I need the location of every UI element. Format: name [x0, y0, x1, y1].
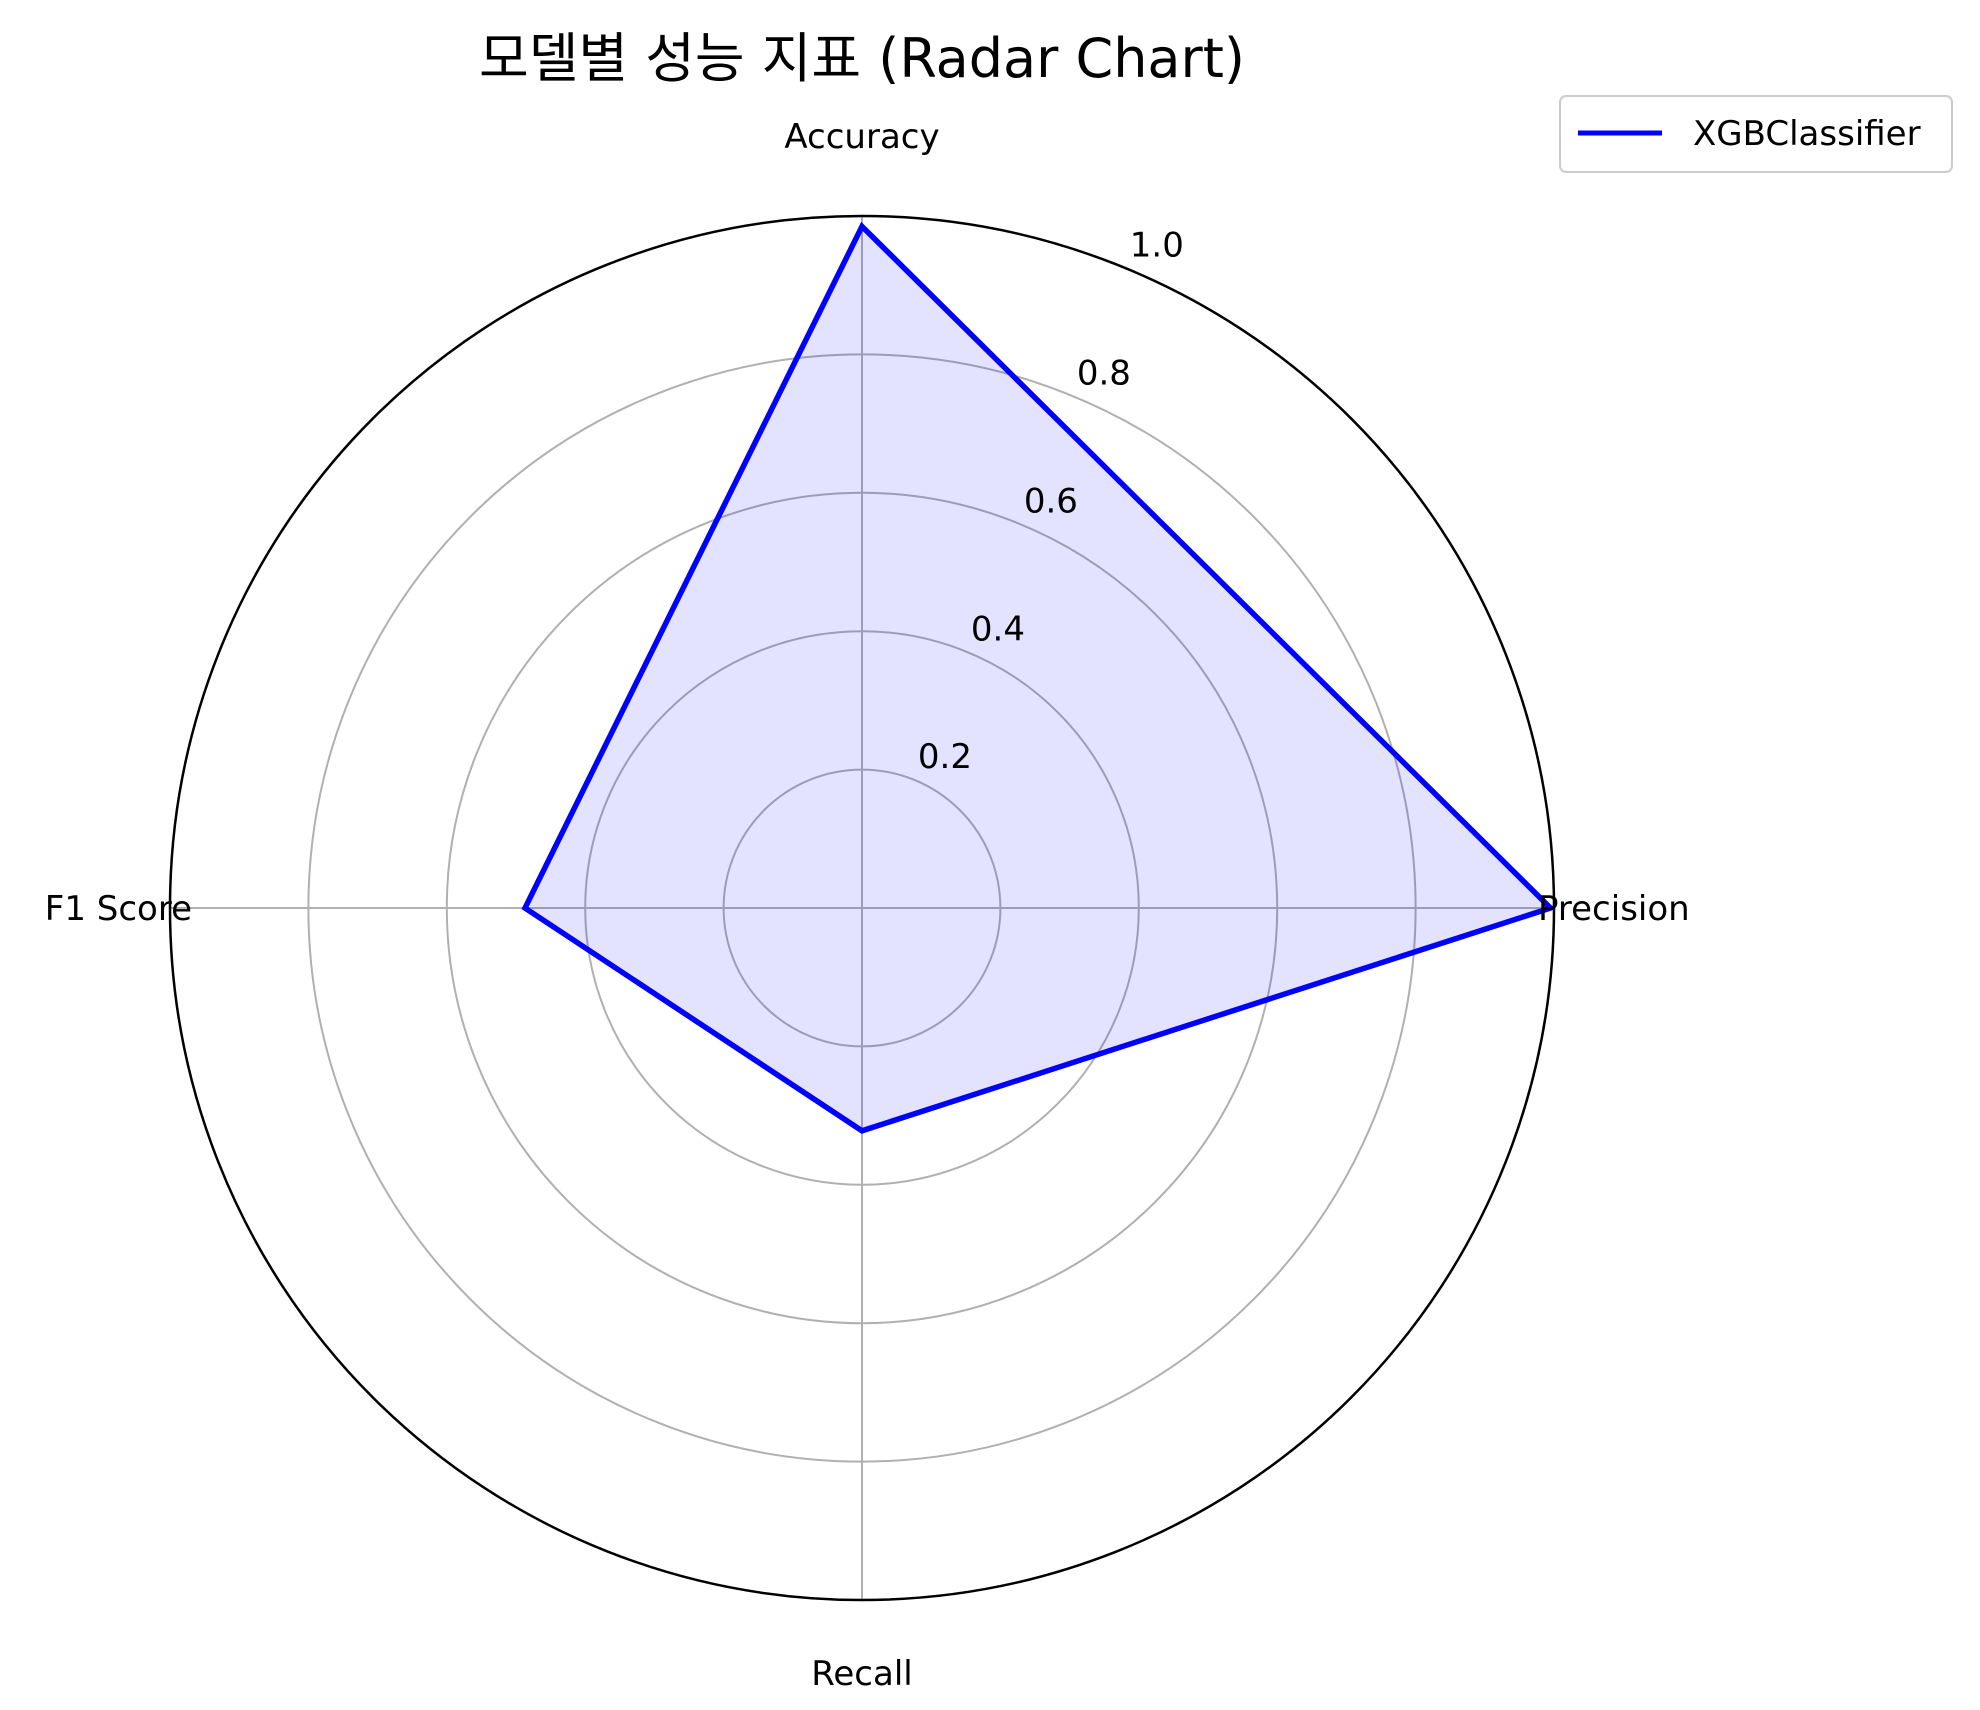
- r-tick-label-0-2: 0.2: [918, 737, 972, 777]
- chart-title: 모델별 성능 지표 (Radar Chart): [479, 27, 1245, 90]
- r-tick-label-0-4: 0.4: [971, 609, 1025, 649]
- axis-label-accuracy: Accuracy: [784, 117, 939, 157]
- r-tick-label-0-8: 0.8: [1077, 354, 1131, 394]
- series-fill-xgbclassifier: [525, 226, 1551, 1131]
- axis-label-f1-score: F1 Score: [45, 889, 192, 929]
- r-tick-label-0-6: 0.6: [1024, 481, 1078, 521]
- series-layer: [521, 221, 1556, 1134]
- axis-label-recall: Recall: [811, 1654, 912, 1694]
- legend: XGBClassifier: [1559, 95, 1953, 173]
- legend-frame: [1559, 95, 1953, 173]
- axis-label-precision: Precision: [1538, 889, 1690, 929]
- legend-label-xgbclassifier: XGBClassifier: [1693, 114, 1921, 154]
- r-tick-label-1-0: 1.0: [1130, 226, 1184, 266]
